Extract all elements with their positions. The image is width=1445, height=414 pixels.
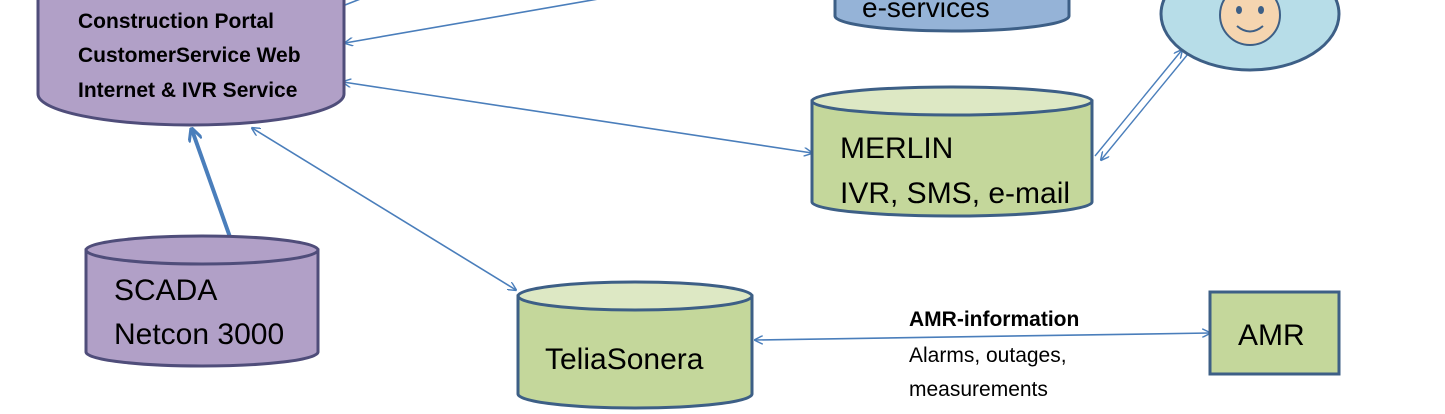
amr-link-line2: measurements: [909, 378, 1048, 401]
amr-label: AMR: [1238, 319, 1305, 352]
portal-node: Construction Portal CustomerService Web …: [36, 0, 346, 127]
edge-portal-merlin: [343, 82, 812, 153]
teliasonera-node: TeliaSonera: [516, 280, 754, 410]
edge-merlin-customer-b: [1101, 53, 1189, 160]
merlin-node: MERLIN IVR, SMS, e-mail: [810, 85, 1094, 218]
customer-node: [1159, 0, 1341, 72]
connectors: [192, 0, 1210, 340]
amr-node: AMR: [1208, 290, 1341, 376]
edge-merlin-customer-a: [1094, 50, 1182, 157]
edge-teliasonera-amr: [755, 333, 1210, 340]
merlin-label-line2: IVR, SMS, e-mail: [840, 177, 1070, 210]
portal-label-line3: Internet & IVR Service: [78, 79, 297, 102]
merlin-label-line1: MERLIN: [840, 132, 953, 165]
portal-label-line2: CustomerService Web: [78, 44, 301, 67]
amr-link-line1: Alarms, outages,: [909, 344, 1067, 367]
eservices-label: e-services: [862, 0, 990, 23]
edge-portal-eservices: [345, 0, 598, 43]
amr-link-title: AMR-information: [909, 308, 1079, 331]
edge-portal-teliasonera: [252, 128, 516, 290]
edge-scada-portal: [192, 130, 238, 255]
amr-link-annotation: AMR-information Alarms, outages, measure…: [909, 308, 1079, 401]
eservices-node: e-services: [833, 0, 1071, 33]
scada-node: SCADA Netcon 3000: [84, 234, 320, 368]
portal-label-line1: Construction Portal: [78, 10, 274, 33]
smiley-icon: [1219, 0, 1281, 46]
edge-portal-top: [344, 0, 360, 6]
teliasonera-label: TeliaSonera: [545, 343, 704, 376]
scada-label-line1: SCADA: [114, 274, 217, 307]
scada-label-line2: Netcon 3000: [114, 318, 284, 351]
